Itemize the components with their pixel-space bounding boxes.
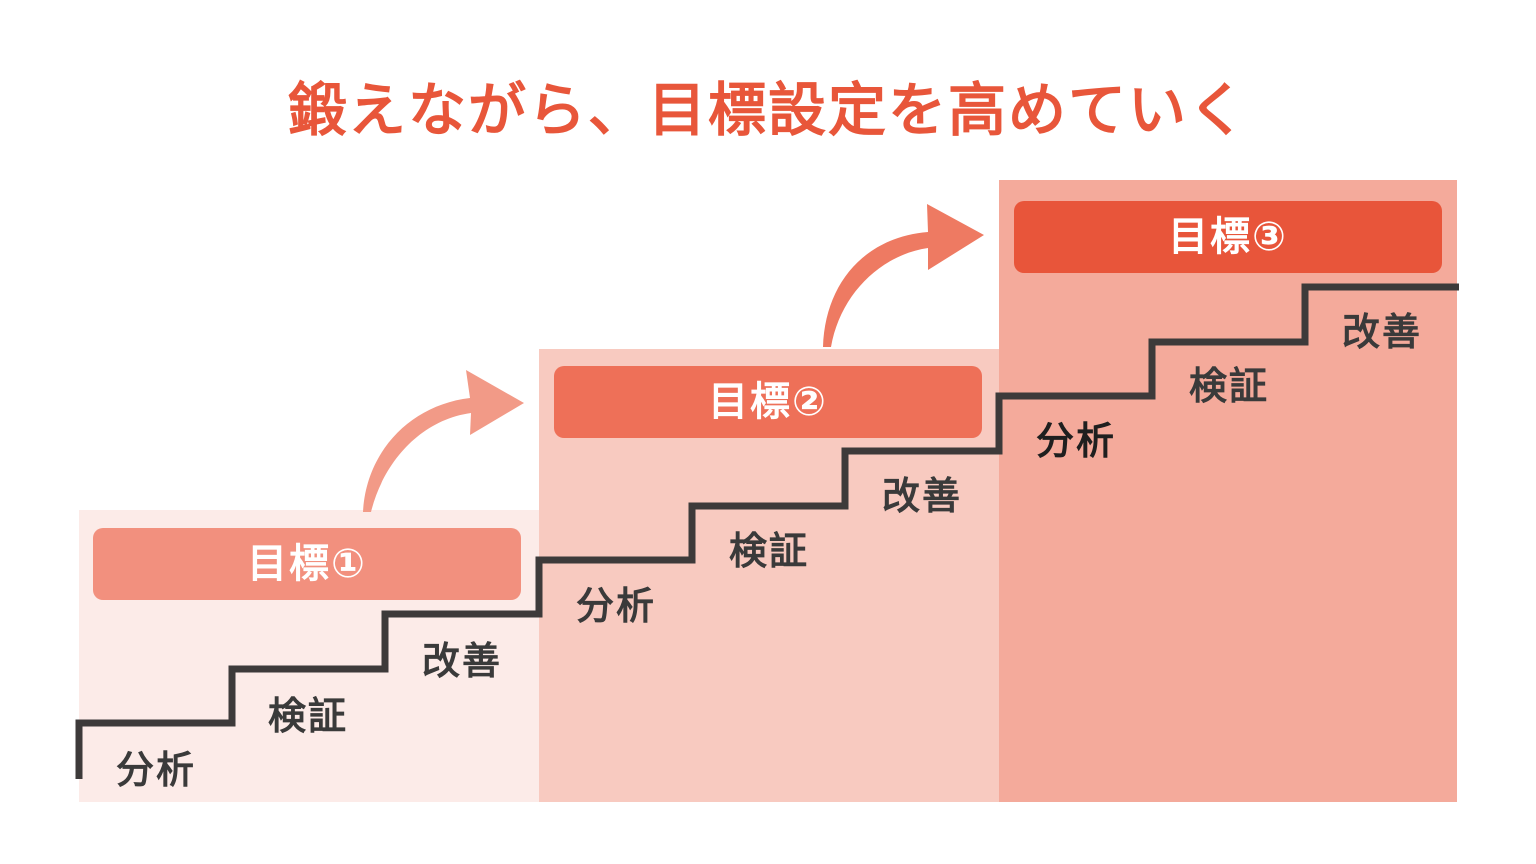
page-title: 鍛えながら、目標設定を高めていく bbox=[287, 76, 1248, 144]
goal-banner-3: 目標③ bbox=[1014, 201, 1442, 273]
step-label-analysis: 分析 bbox=[116, 748, 197, 792]
step-label-verification: 検証 bbox=[1189, 364, 1270, 408]
step-label-verification: 検証 bbox=[268, 694, 349, 738]
step-label-verification: 検証 bbox=[729, 529, 810, 573]
goal-banner-1: 目標① bbox=[93, 528, 521, 600]
step-label-improvement: 改善 bbox=[882, 474, 963, 518]
step-label-improvement: 改善 bbox=[422, 639, 503, 683]
staircase-line bbox=[75, 283, 1459, 779]
curved-up-right-arrow-icon bbox=[363, 370, 524, 512]
step-label-analysis: 分析 bbox=[576, 584, 657, 628]
curved-up-right-arrow-icon bbox=[823, 204, 984, 347]
step-label-improvement: 改善 bbox=[1342, 310, 1423, 354]
goal-banner-2: 目標② bbox=[554, 366, 982, 438]
step-label-analysis: 分析 bbox=[1036, 419, 1117, 463]
